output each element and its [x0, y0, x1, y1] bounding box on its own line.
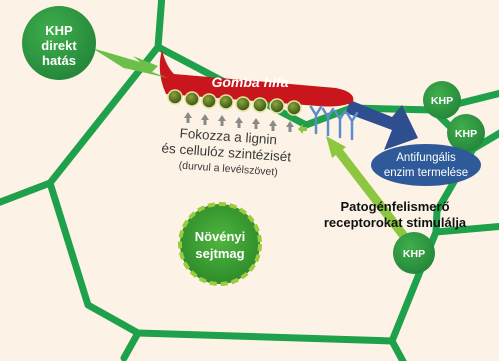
small-up-arrow-icon [235, 117, 243, 128]
small-up-arrow-icon [298, 124, 307, 134]
fungal-hypha-label: Gomba hifa [211, 74, 288, 90]
lignin-arrows [184, 112, 307, 134]
spore [252, 97, 268, 113]
khp-badge-top: KHP [423, 81, 461, 119]
nucleus-label-line2: sejtmag [195, 246, 244, 261]
receptor-stimulus-arrow [326, 136, 412, 245]
plant-nucleus: Növényi sejtmag [178, 202, 262, 286]
khp-direct-badge: KHP direkt hatás [22, 6, 96, 80]
khp-badge-bottom-label: KHP [403, 248, 425, 260]
spore [218, 94, 234, 110]
small-up-arrow-icon [201, 114, 209, 125]
antifungal-enzyme-ellipse: Antifungális enzim termelése [371, 144, 481, 186]
spore [235, 96, 251, 112]
receptor-icon [345, 111, 359, 141]
spore [269, 98, 285, 114]
khp-direct-line2: direkt [41, 38, 77, 53]
khp-badge-right-label: KHP [455, 128, 477, 140]
small-up-arrow-icon [269, 120, 277, 131]
cell-wall-bottom-right-branch [388, 337, 407, 361]
receptor-icon [321, 107, 335, 137]
cell-wall-left-branch [0, 179, 54, 206]
small-up-arrow-icon [286, 121, 294, 132]
receptor-label-line1: Patogénfelismerő [340, 199, 449, 214]
spore [201, 93, 217, 109]
small-up-arrow-icon [252, 118, 260, 129]
khp-direct-line3: hatás [42, 53, 76, 68]
spore [286, 100, 302, 116]
cell-wall-lower-right-branch [432, 223, 499, 236]
khp-badge-bottom: KHP [393, 232, 435, 274]
khp-badge-top-label: KHP [431, 95, 453, 107]
antifungal-line1: Antifungális [396, 152, 456, 164]
small-up-arrow-icon [184, 112, 192, 123]
fungal-hypha-shape [159, 50, 354, 107]
khp-badge-right: KHP [447, 114, 485, 152]
khp-direct-line1: KHP [45, 23, 73, 38]
small-up-arrow-icon [218, 115, 226, 126]
receptor-icon [333, 109, 347, 139]
spore-row [167, 89, 302, 116]
receptor-label-line2: receptorokat stimulálja [324, 215, 467, 230]
spore [167, 89, 183, 105]
receptor-icon [309, 105, 323, 135]
enzim-arrow [346, 100, 418, 150]
nucleus-label-line1: Növényi [195, 229, 246, 244]
lignin-text-line1: Fokozza a lignin [179, 126, 277, 148]
antifungal-line2: enzim termelése [384, 167, 468, 179]
spore [184, 91, 200, 107]
lightning-bolt-icon [92, 48, 168, 78]
cell-wall-top-branch [154, 0, 166, 51]
receptors [309, 105, 359, 141]
